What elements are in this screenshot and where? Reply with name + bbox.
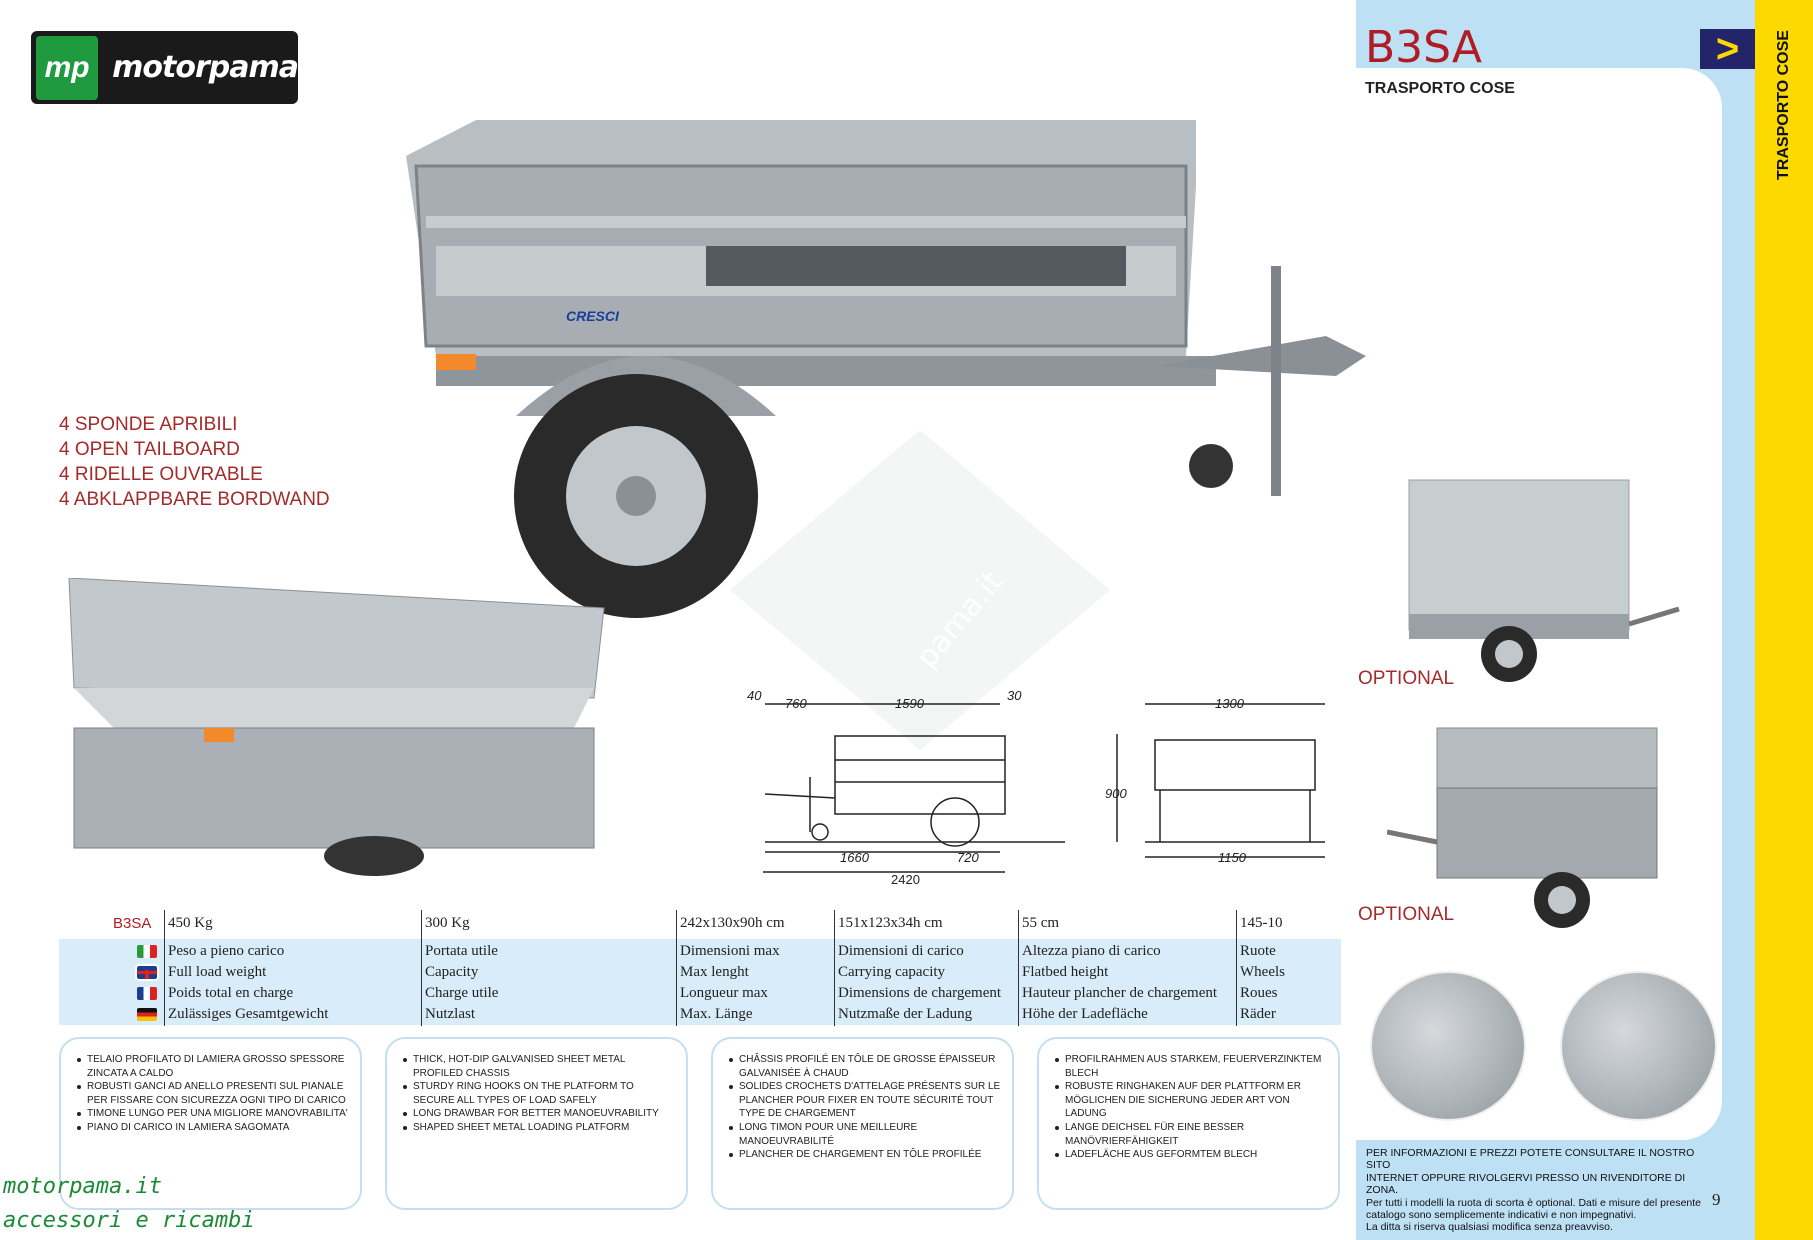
optional-label: OPTIONAL [1358, 904, 1455, 925]
section-tab-strip [1755, 0, 1813, 1240]
dim-label: 40 [747, 688, 762, 703]
watermark-diamond: pama.it [730, 430, 1110, 750]
flag-germany-icon [137, 1008, 157, 1021]
detail-ring-hook-photo [1370, 971, 1526, 1121]
section-tab: TRASPORTO COSE [1755, 20, 1813, 190]
flag-uk-icon [135, 964, 159, 981]
dim-label: 760 [785, 696, 807, 711]
spec-labels-band [59, 939, 1341, 1025]
logo-mark-icon: mp [36, 35, 99, 100]
spec-value: 55 cm [1022, 915, 1060, 931]
page-number: 9 [1712, 1190, 1721, 1209]
section-tab-label: TRASPORTO COSE [1775, 30, 1793, 180]
spec-model: B3SA [113, 915, 152, 932]
logo-text: motorpama [112, 50, 299, 85]
spec-value: 242x130x90h cm [680, 915, 785, 931]
dim-label: 1590 [895, 696, 925, 711]
dim-label: 720 [957, 850, 979, 865]
feature-item: 4 ABKLAPPBARE BORDWAND [59, 489, 330, 510]
feature-list: 4 SPONDE APRIBILI 4 OPEN TAILBOARD 4 RID… [59, 412, 330, 512]
features-box-italian: TELAIO PROFILATO DI LAMIERA GROSSO SPESS… [59, 1037, 362, 1210]
watermark-site: motorpama.it [3, 1174, 162, 1199]
optional-label: OPTIONAL [1358, 668, 1455, 689]
dim-label: 1150 [1218, 850, 1247, 865]
spec-value: 151x123x34h cm [838, 915, 943, 931]
feature-item: 4 SPONDE APRIBILI [59, 414, 238, 435]
dim-label: 1660 [840, 850, 870, 865]
detail-hinge-photo [1560, 971, 1717, 1121]
dim-label: 30 [1007, 688, 1022, 703]
dim-label: 2420 [891, 872, 920, 887]
feature-item: 4 OPEN TAILBOARD [59, 439, 240, 460]
spec-value: 450 Kg [168, 915, 213, 931]
optional-mesh-photo [1387, 727, 1658, 928]
optional-cover-photo [1408, 479, 1680, 682]
trailer-open-photo [68, 578, 605, 876]
flag-france-icon [137, 987, 157, 1000]
features-box-french: CHÂSSIS PROFILÉ EN TÔLE DE GROSSE ÉPAISS… [711, 1037, 1014, 1210]
model-title: B3SA [1365, 22, 1483, 73]
spec-value: 145-10 [1240, 915, 1283, 931]
feature-item: 4 RIDELLE OUVRABLE [59, 464, 263, 485]
watermark-tagline: accessori e ricambi [3, 1208, 255, 1233]
spec-value: 300 Kg [425, 915, 470, 931]
spec-table: B3SA 450 Kg 300 Kg 242x130x90h cm 151x12… [59, 910, 1341, 1028]
chevron-right-icon: > [1700, 29, 1755, 69]
dim-label: 900 [1105, 786, 1127, 801]
features-box-english: THICK, HOT-DIP GALVANISED SHEET METAL PR… [385, 1037, 688, 1210]
features-box-german: PROFILRAHMEN AUS STARKEM, FEUERVERZINKTE… [1037, 1037, 1340, 1210]
category-subtitle: TRASPORTO COSE [1365, 80, 1515, 97]
motorpama-logo: mp motorpama [31, 31, 299, 104]
flag-italy-icon [137, 945, 157, 958]
dim-label: 1300 [1215, 696, 1245, 711]
svg-text:CRESCI: CRESCI [566, 308, 620, 324]
footer-notice: PER INFORMAZIONI E PREZZI POTETE CONSULT… [1366, 1147, 1702, 1234]
trailer-main-photo: CRESCI [406, 120, 1366, 618]
dimension-diagram: 40 760 1590 30 1300 900 1660 720 2420 11… [747, 688, 1325, 887]
